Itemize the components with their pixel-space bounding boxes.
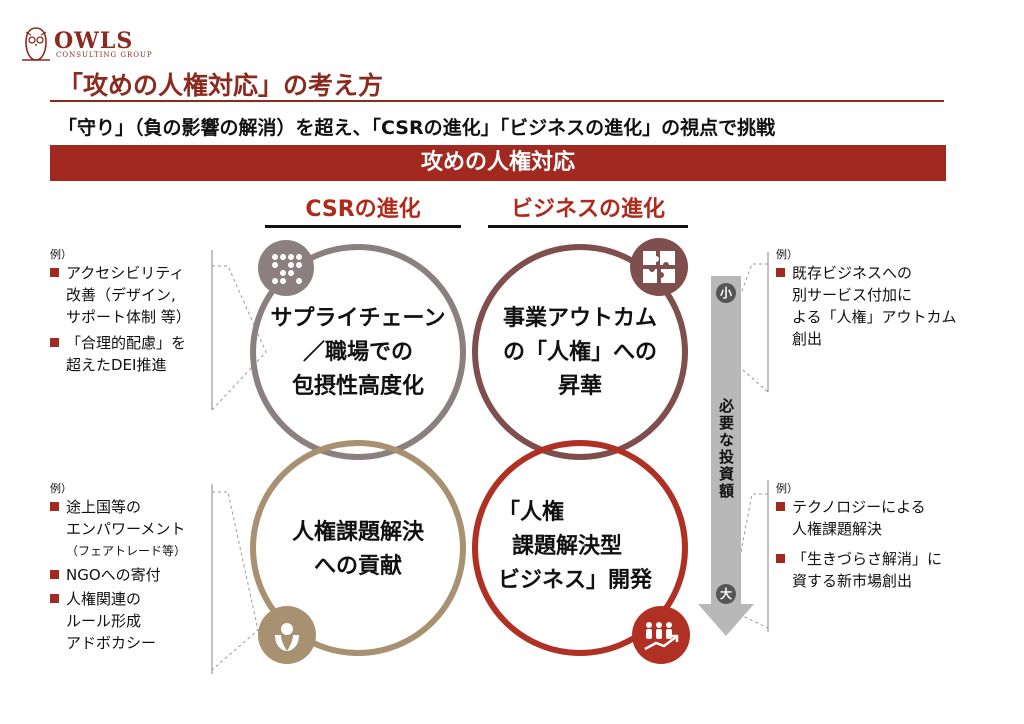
arrow-label-investment: 必要な投資額 (717, 398, 735, 500)
list-item: 途上国等の エンパワーメント （フェアトレード等） (50, 496, 220, 562)
column-rule-business (488, 225, 688, 228)
puzzle-icon (630, 238, 688, 296)
quadrant-text-supply-chain: サプライチェーン／職場での包摂性高度化 (270, 306, 446, 399)
circle-br (472, 440, 688, 656)
examples-top-left: 例） アクセシビリティ 改善（デザイン, サポート体制 等） 「合理的配慮」を … (50, 248, 220, 376)
person-hands-icon (258, 606, 316, 664)
investment-arrow (698, 276, 754, 636)
braille-icon (258, 240, 314, 296)
quadrant-text-contribution: 人権課題解決への貢献 (291, 520, 424, 579)
examples-label: 例） (776, 248, 798, 261)
title-divider (50, 100, 944, 102)
circle-tl (250, 244, 466, 460)
circle-tr (472, 244, 688, 460)
list-item: 人権関連の ルール形成 アドボカシー (50, 588, 220, 654)
quadrant-text-solution-business: 「人権課題解決型ビジネス」開発 (498, 500, 653, 593)
list-item: 「生きづらさ解消」に 資する新市場創出 (776, 548, 996, 592)
list-item: テクノロジーによる 人権課題解決 (776, 496, 996, 540)
owl-logo-icon (22, 27, 50, 61)
examples-bottom-right: 例） テクノロジーによる 人権課題解決 「生きづらさ解消」に 資する新市場創出 (776, 482, 996, 592)
examples-top-right: 例） 既存ビジネスへの 別サービス付加に よる「人権」アウトカム 創出 (776, 248, 996, 350)
list-item: 既存ビジネスへの 別サービス付加に よる「人権」アウトカム 創出 (776, 262, 996, 350)
circle-bl (250, 440, 466, 656)
page-subtitle: 「守り」（負の影響の解消）を超え、「CSRの進化」「ビジネスの進化」の視点で挑戦 (58, 117, 776, 139)
column-rule-csr (265, 225, 461, 228)
quadrant-text-business-outcome: 事業アウトカムの「人権」への昇華 (502, 306, 657, 399)
page-title: 「攻めの人権対応」の考え方 (58, 71, 384, 100)
list-item: 「合理的配慮」を 超えたDEI推進 (50, 332, 220, 376)
list-item: アクセシビリティ 改善（デザイン, サポート体制 等） (50, 262, 220, 328)
team-growth-icon (632, 606, 690, 664)
arrow-label-large: 大 (716, 584, 736, 604)
logo-name: OWLS (54, 28, 134, 54)
banner: 攻めの人権対応 (50, 145, 946, 181)
examples-label: 例） (50, 248, 72, 261)
examples-label: 例） (776, 482, 798, 495)
arrow-label-small: 小 (716, 283, 736, 303)
examples-label: 例） (50, 482, 72, 495)
column-heading-business: ビジネスの進化 (510, 197, 665, 222)
column-heading-csr: CSRの進化 (305, 197, 421, 222)
list-item: NGOへの寄付 (50, 564, 220, 586)
examples-bottom-left: 例） 途上国等の エンパワーメント （フェアトレード等） NGOへの寄付 人権関… (50, 482, 220, 654)
logo-subtitle: CONSULTING GROUP (56, 51, 153, 59)
